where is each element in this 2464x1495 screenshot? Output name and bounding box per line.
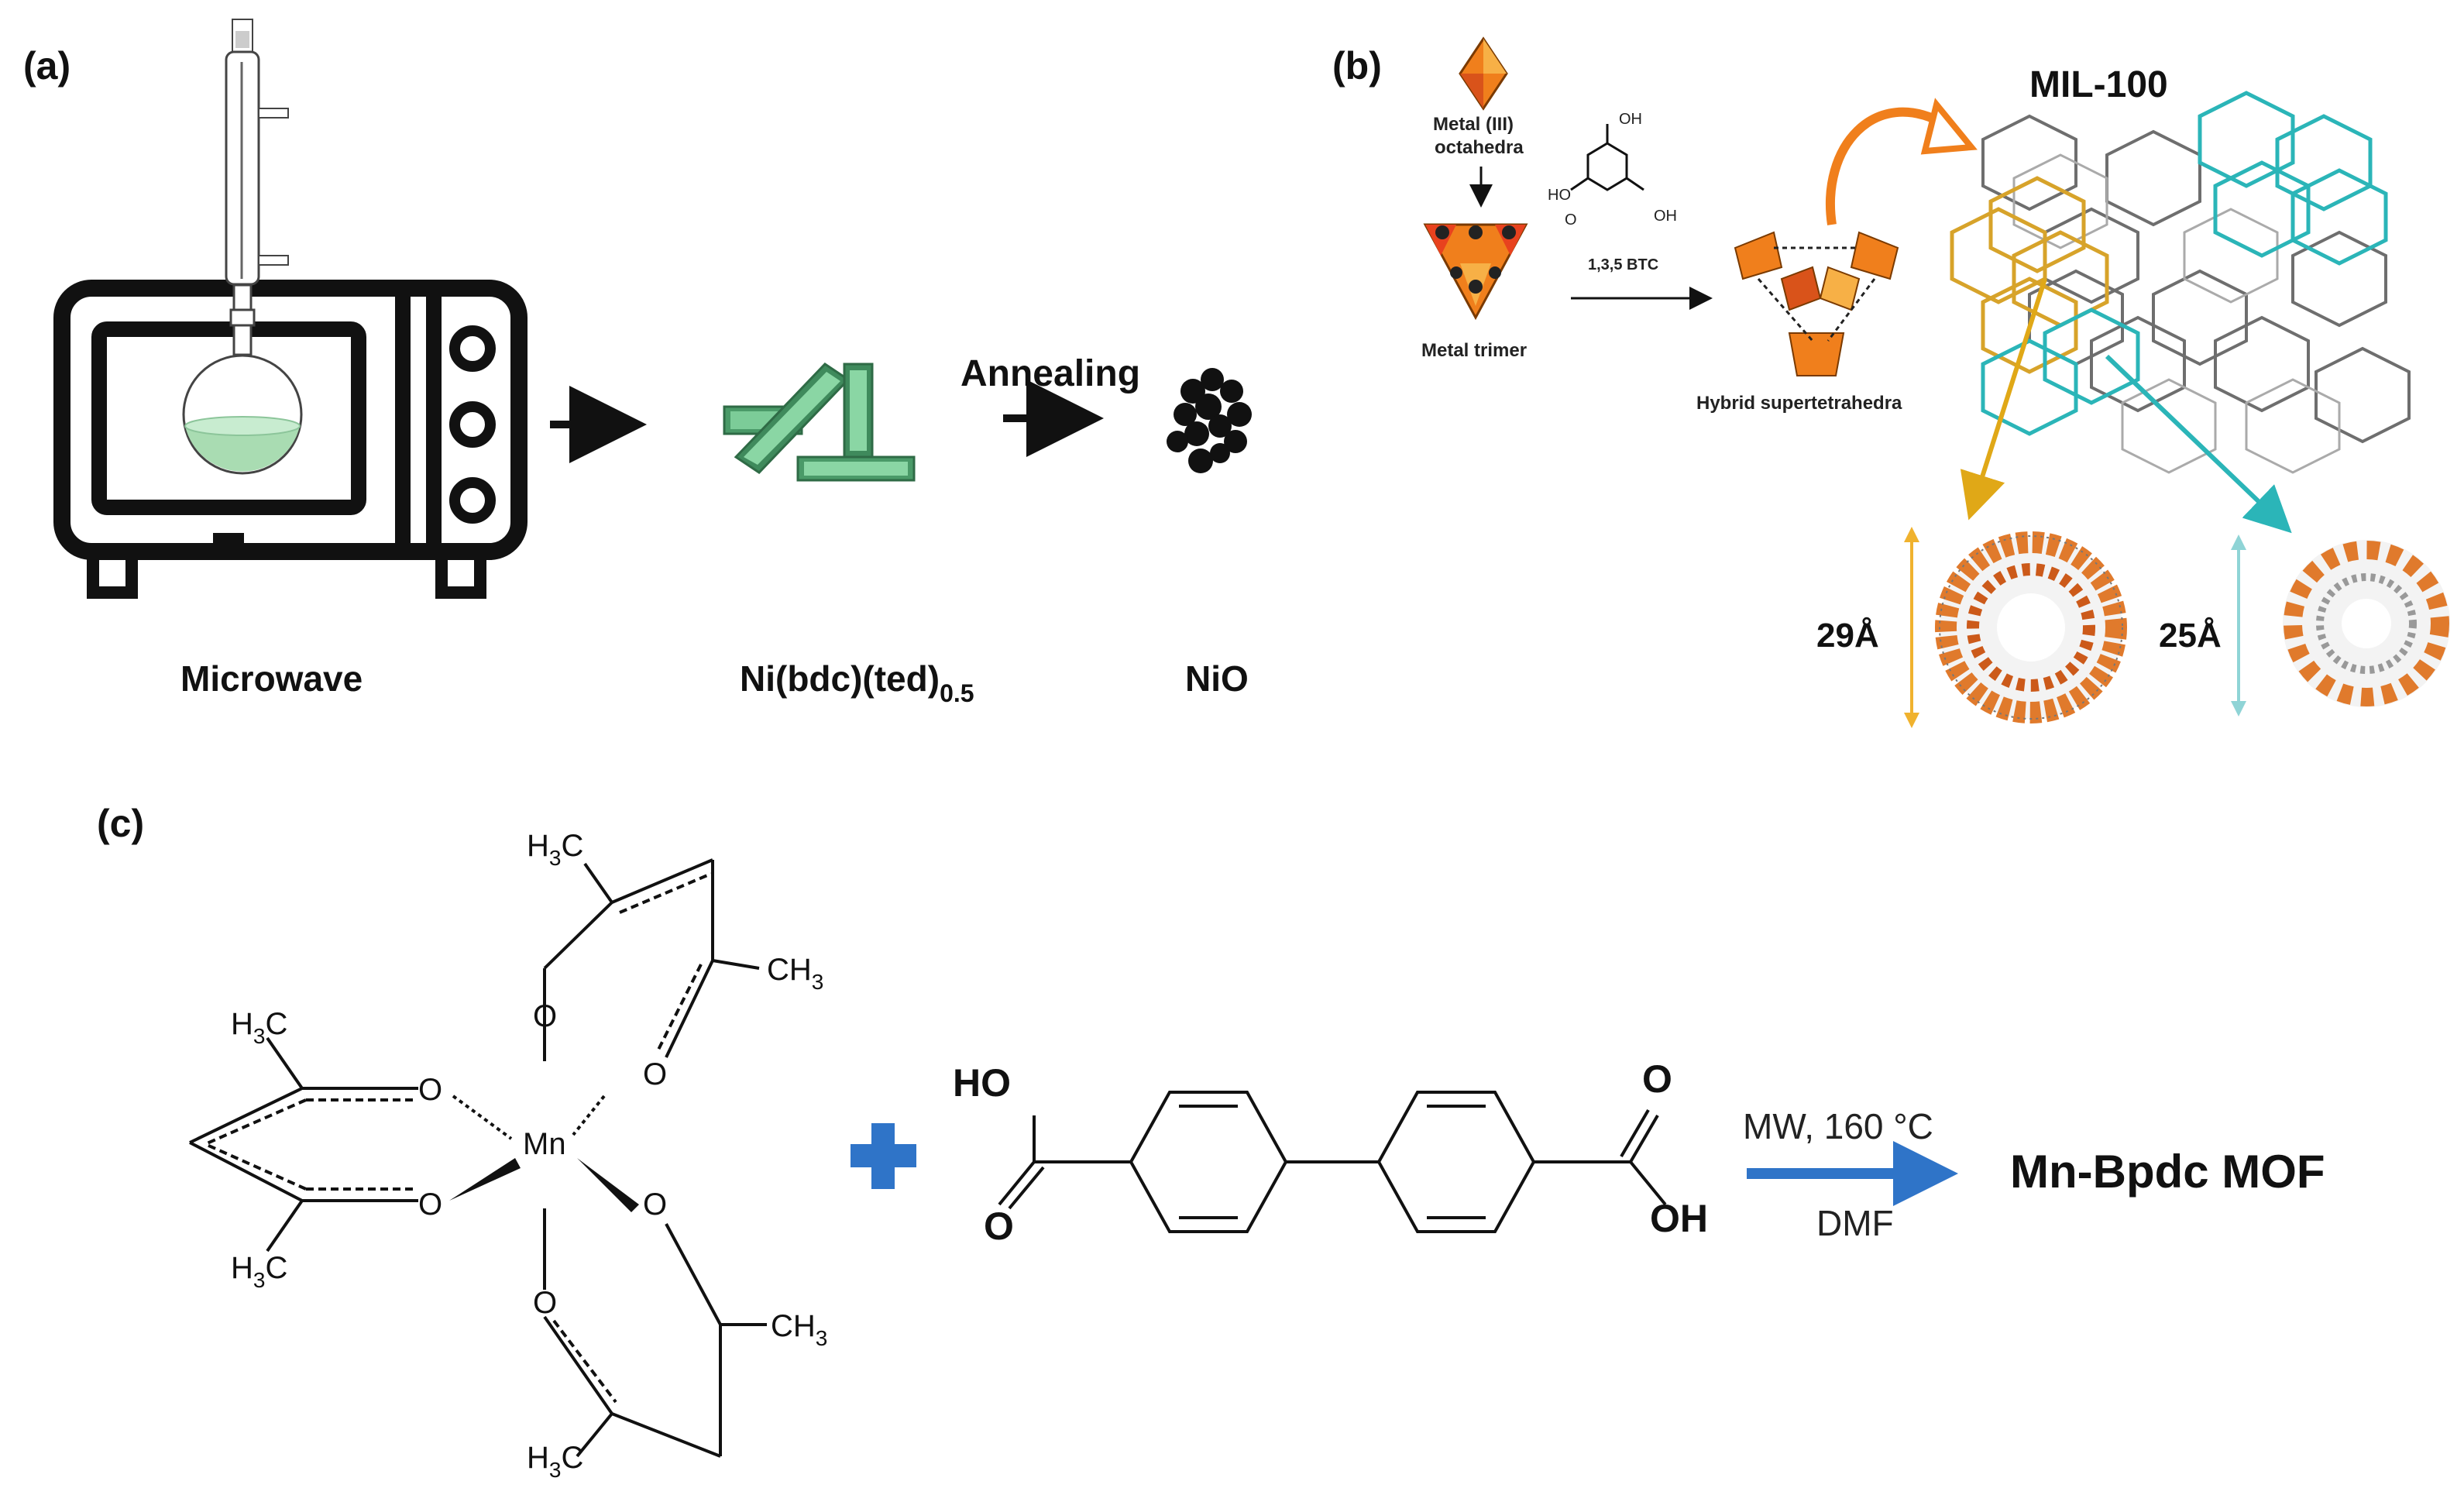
ch3-bottom: CH3 [771, 1309, 827, 1350]
wedge-bond-right [577, 1158, 639, 1212]
oxygen-bottom: O [533, 1286, 557, 1320]
h3c-top: H3C [527, 829, 583, 870]
panel-a-label: (a) [23, 44, 70, 88]
pore-small-label: 25Å [2159, 617, 2222, 655]
mof-crystals-icon [723, 363, 916, 482]
oxygen-left-bottom: O [418, 1187, 442, 1222]
acid-o-left: O [984, 1205, 1014, 1248]
microwave-label: Microwave [180, 658, 363, 699]
curved-arrow-icon [1826, 107, 1947, 225]
oxygen-left-top: O [418, 1073, 442, 1107]
panel-c-label: (c) [97, 802, 144, 845]
mil100-framework-icon [1950, 91, 2411, 474]
nio-particles-icon [1167, 368, 1252, 473]
small-cage-icon [2283, 540, 2450, 707]
supertetrahedra-label: Hybrid supertetrahedra [1696, 393, 1902, 414]
teal-arrow [2105, 354, 2292, 534]
plus-icon [851, 1123, 916, 1189]
btc-oh-right: OH [1654, 208, 1677, 225]
btc-molecule-icon [1570, 124, 1644, 191]
oxygen-right-bottom: O [643, 1187, 667, 1222]
panel-b-label: (b) [1332, 44, 1382, 88]
large-cage-icon [1935, 531, 2127, 723]
acid-oh: OH [1650, 1197, 1708, 1240]
flask-condenser-icon [182, 19, 303, 475]
mof-label: Ni(bdc)(ted)0.5 [740, 658, 974, 707]
acid-o-right: O [1642, 1057, 1672, 1101]
oxygen-top: O [533, 999, 557, 1033]
gold-arrow [1960, 278, 2047, 521]
pore-large-label: 29Å [1816, 617, 1879, 655]
ch3-top: CH3 [767, 953, 823, 994]
octahedron-icon [1459, 36, 1508, 111]
panel-c: (c) [97, 802, 2325, 1482]
btc-label: 1,3,5 BTC [1588, 256, 1658, 273]
condition-top: MW, 160 °C [1743, 1106, 1933, 1146]
acid-ho: HO [953, 1061, 1011, 1105]
h3c-left-top: H3C [231, 1007, 287, 1048]
product-label: Mn-Bpdc MOF [2010, 1146, 2325, 1198]
trimer-label: Metal trimer [1421, 340, 1527, 361]
nio-label: NiO [1185, 658, 1249, 699]
btc-ho-left: HO [1548, 187, 1571, 204]
condition-bottom: DMF [1816, 1203, 1894, 1243]
mil100-title: MIL-100 [2029, 64, 2168, 105]
mn-acac-structure [189, 858, 767, 1458]
annealing-label: Annealing [961, 353, 1140, 394]
supertetrahedra-icon [1734, 231, 1899, 376]
microwave-icon [53, 280, 528, 599]
btc-o: O [1565, 211, 1577, 229]
octahedra-label-1: Metal (III) [1433, 114, 1514, 135]
h3c-bottom: H3C [527, 1441, 583, 1482]
wedge-bond-left [449, 1158, 521, 1201]
oxygen-top-right: O [643, 1057, 667, 1091]
panel-a: (a) [23, 19, 1252, 707]
metal-trimer-icon [1423, 223, 1528, 321]
h3c-left-bottom: H3C [231, 1251, 287, 1292]
panel-b: (b) Metal (III) octahedra Metal trimer [1332, 36, 2450, 728]
octahedra-label-2: octahedra [1435, 137, 1524, 158]
btc-oh-top: OH [1619, 111, 1642, 128]
metal-center: Mn [523, 1127, 566, 1161]
curved-arrow-head [1920, 98, 1978, 155]
bpdc-structure [998, 1091, 1667, 1233]
